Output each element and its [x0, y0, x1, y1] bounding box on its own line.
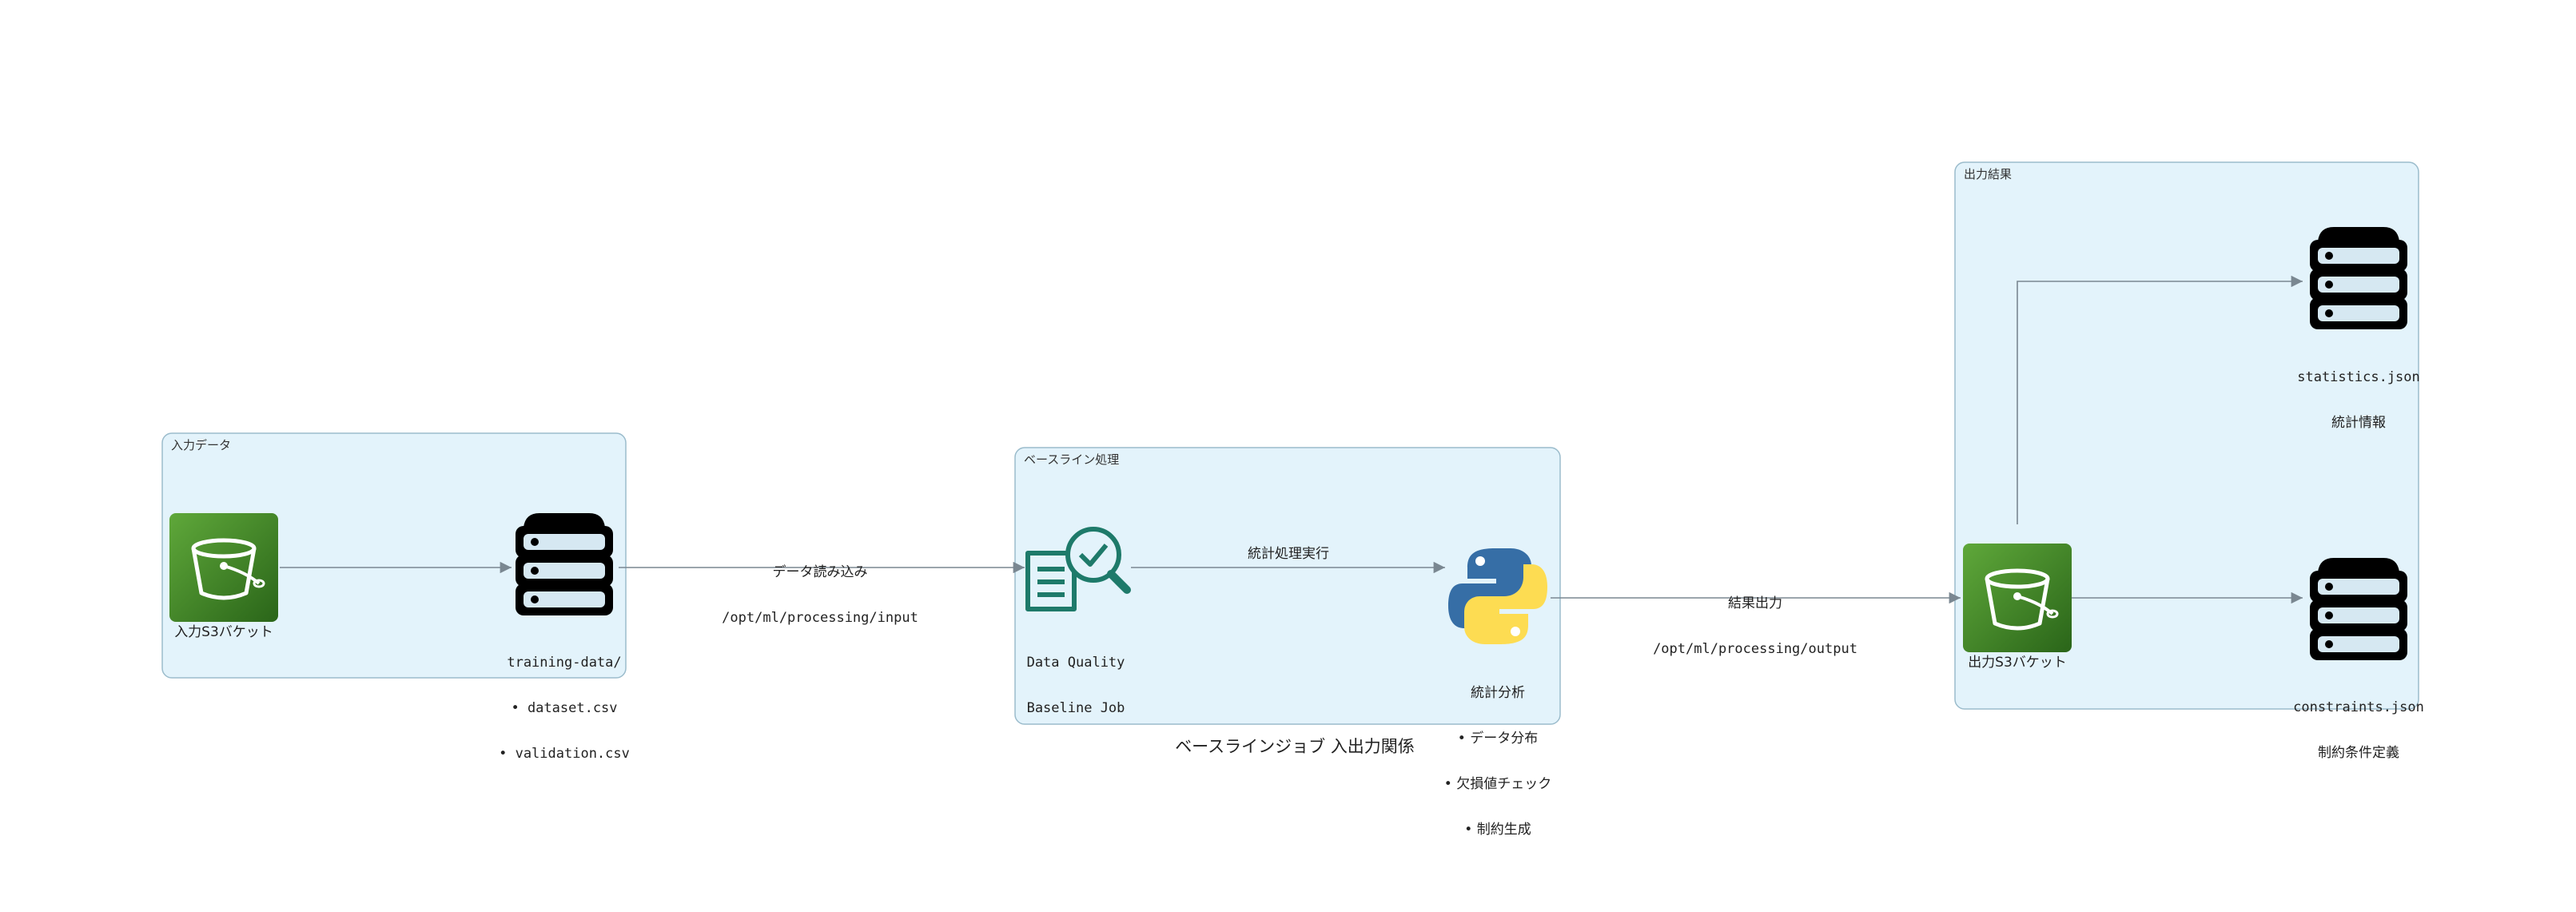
training-data-label-line: • dataset.csv — [511, 700, 618, 716]
edge-label-line: データ読み込み — [772, 564, 868, 580]
stats-analysis-label-line: • 制約生成 — [1464, 822, 1531, 838]
constraints-label-line: constraints.json — [2293, 699, 2424, 715]
s3-bucket-icon — [1963, 544, 2072, 652]
document-search-icon — [1025, 527, 1131, 611]
baseline-job-label: Data Quality Baseline Job — [996, 625, 1156, 731]
edge-label-line: /opt/ml/processing/input — [722, 610, 918, 626]
edge-output-to-statistics — [2017, 275, 2303, 524]
python-icon — [1448, 548, 1547, 644]
statistics-label: statistics.json 統計情報 — [2279, 340, 2439, 446]
training-data-label-line: training-data/ — [507, 655, 622, 671]
cluster-title-output: 出力結果 — [1964, 167, 2013, 181]
constraints-label-line: 制約条件定義 — [2318, 745, 2399, 761]
stats-analysis-label-line: • 欠損値チェック — [1443, 776, 1552, 792]
cluster-baseline-processing — [1014, 447, 1561, 725]
edge-label-read-input: データ読み込み /opt/ml/processing/input — [700, 535, 940, 641]
input-bucket-label: 入力S3バケット — [174, 624, 273, 640]
cluster-title-baseline: ベースライン処理 — [1024, 452, 1120, 467]
baseline-job-label-line: Data Quality — [1026, 655, 1125, 671]
cluster-input-data — [161, 432, 627, 679]
training-data-label-line: • validation.csv — [499, 746, 630, 762]
s3-bucket-icon — [169, 513, 278, 622]
storage-stack-icon — [516, 513, 613, 615]
edge-label-line: /opt/ml/processing/output — [1653, 641, 1857, 657]
stats-analysis-label-line: • データ分布 — [1457, 731, 1539, 747]
edge-label-line: 結果出力 — [1728, 595, 1782, 611]
statistics-label-line: 統計情報 — [2331, 415, 2386, 431]
stats-analysis-label-line: 統計分析 — [1471, 685, 1525, 701]
output-bucket-label: 出力S3バケット — [1968, 655, 2067, 671]
diagram-title: ベースラインジョブ 入出力関係 — [1175, 737, 1415, 756]
stats-analysis-label: 統計分析 • データ分布 • 欠損値チェック • 制約生成 — [1418, 655, 1578, 853]
cluster-title-input: 入力データ — [171, 438, 232, 452]
constraints-label: constraints.json 制約条件定義 — [2279, 670, 2439, 776]
edge-label-run-stats: 統計処理実行 — [1248, 546, 1329, 562]
statistics-label-line: statistics.json — [2297, 369, 2420, 385]
training-data-label: training-data/ • dataset.csv • validatio… — [484, 625, 644, 777]
storage-stack-icon — [2310, 558, 2407, 660]
baseline-job-label-line: Baseline Job — [1026, 700, 1125, 716]
storage-stack-icon — [2310, 227, 2407, 329]
edge-label-write-output: 結果出力 /opt/ml/processing/output — [1635, 566, 1875, 672]
